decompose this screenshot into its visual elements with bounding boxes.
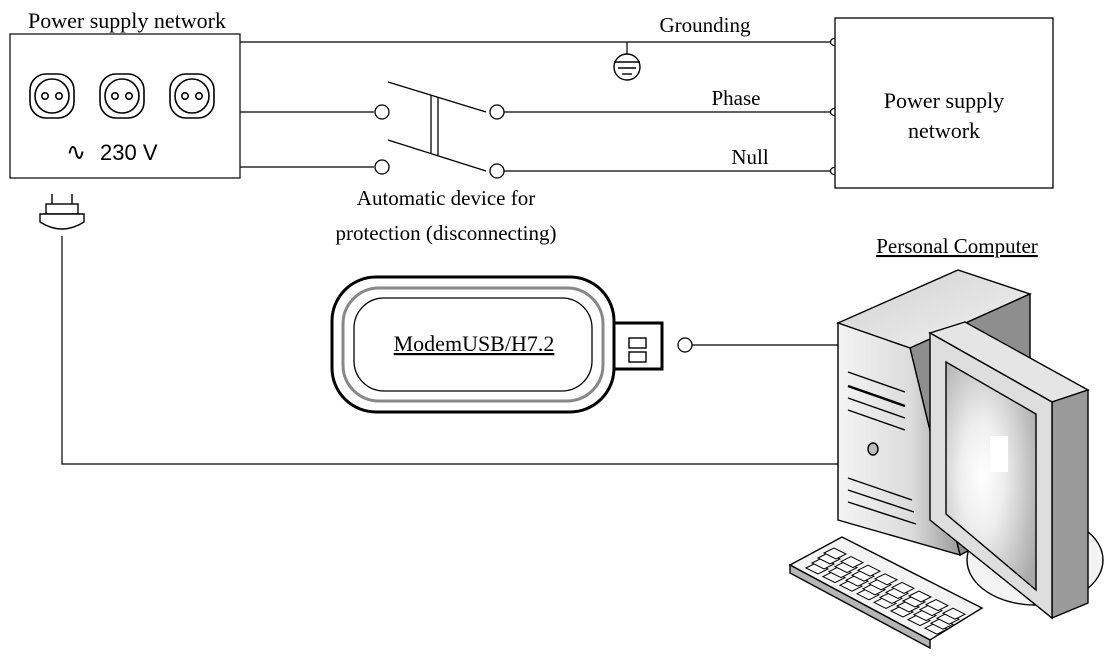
voltage-label: 230 V bbox=[100, 140, 158, 165]
keyboard-key bbox=[861, 583, 887, 596]
keyboard-key bbox=[821, 571, 847, 584]
phase-label: Phase bbox=[712, 86, 761, 110]
keyboard-key bbox=[890, 581, 916, 594]
keyboard-key bbox=[856, 564, 882, 577]
keyboard-key bbox=[878, 591, 904, 604]
keyboard-key bbox=[912, 609, 938, 622]
keyboard-key bbox=[833, 561, 859, 574]
breaker-label-line2: protection (disconnecting) bbox=[335, 221, 556, 245]
computer-label: Personal Computer bbox=[876, 234, 1038, 258]
breaker-label-line1: Automatic device for bbox=[357, 186, 535, 210]
usb-modem-icon bbox=[330, 275, 693, 414]
modem-label: ModemUSB/H7.2 bbox=[394, 331, 555, 356]
ground-icon bbox=[613, 53, 641, 81]
supply-network-right-box bbox=[834, 17, 1054, 189]
keyboard-key bbox=[867, 578, 893, 591]
keyboard-key bbox=[855, 588, 881, 601]
socket-icon bbox=[169, 73, 215, 119]
supply-network-left-title: Power supply network bbox=[28, 8, 226, 33]
keyboard-key bbox=[929, 617, 955, 630]
supply-network-right-line2: network bbox=[908, 118, 980, 143]
keyboard-key bbox=[895, 600, 921, 613]
keyboard-key bbox=[850, 569, 876, 582]
keyboard-key bbox=[924, 599, 950, 612]
socket-icon bbox=[99, 73, 145, 119]
keyboard-keys bbox=[804, 547, 967, 635]
socket-icon bbox=[29, 73, 75, 119]
keyboard-key bbox=[872, 596, 898, 609]
keyboard-key bbox=[918, 604, 944, 617]
keyboard-key bbox=[838, 579, 864, 592]
keyboard-key bbox=[816, 552, 842, 565]
wires bbox=[61, 41, 838, 465]
keyboard-key bbox=[935, 612, 961, 625]
keyboard-key bbox=[923, 622, 949, 635]
plug-power-wire bbox=[61, 236, 838, 465]
keyboard-key bbox=[873, 573, 899, 586]
grounding-label: Grounding bbox=[660, 13, 751, 37]
keyboard-key bbox=[810, 557, 836, 570]
personal-computer-icon bbox=[788, 269, 1104, 650]
keyboard-key bbox=[941, 607, 967, 620]
plug-icon bbox=[39, 194, 85, 230]
keyboard-key bbox=[901, 595, 927, 608]
keyboard-key bbox=[889, 605, 915, 618]
keyboard-key bbox=[822, 547, 848, 560]
keyboard-key bbox=[804, 562, 830, 575]
keyboard-key bbox=[907, 590, 933, 603]
null-label: Null bbox=[731, 145, 769, 169]
keyboard-key bbox=[827, 566, 853, 579]
switch-icon bbox=[374, 81, 505, 179]
keyboard-key bbox=[906, 614, 932, 627]
keyboard-key bbox=[884, 586, 910, 599]
voltage-symbol: ∿ bbox=[66, 139, 86, 166]
keyboard-key bbox=[844, 574, 870, 587]
keyboard-key bbox=[839, 556, 865, 569]
supply-network-right-line1: Power supply bbox=[884, 88, 1004, 113]
